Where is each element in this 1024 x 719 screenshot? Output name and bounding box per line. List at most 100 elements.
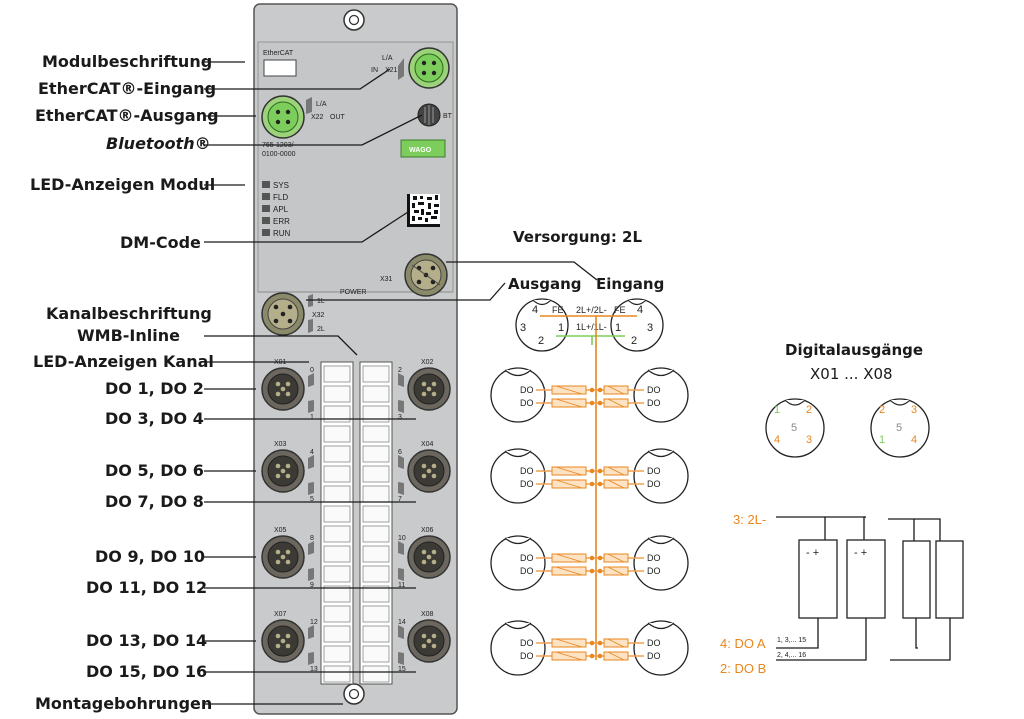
- supply-out-pin2: 2: [538, 335, 544, 347]
- channel-number: 11: [398, 582, 405, 589]
- channel-led: [398, 541, 404, 555]
- supply-fe-right: FE: [614, 305, 626, 315]
- label-cell: [362, 645, 390, 663]
- supply-out-pin4: 4: [532, 304, 538, 316]
- m12-output-port[interactable]: [261, 367, 305, 411]
- channel-led: [308, 568, 314, 581]
- supply-title: Versorgung: 2L: [513, 228, 642, 246]
- do-label: DO: [647, 638, 661, 648]
- label-cell: [362, 525, 390, 543]
- channel-led: [398, 625, 404, 639]
- channel-number: 10: [398, 535, 406, 542]
- supply-in-pin1: 1: [615, 322, 621, 334]
- label-cell: [362, 405, 390, 423]
- callout-led-module: LED-Anzeigen Modul: [30, 175, 215, 194]
- m12-output-port[interactable]: [407, 535, 451, 579]
- pinout-left-2: 2: [806, 404, 812, 416]
- label-cell: [323, 545, 351, 563]
- do-label: DO: [647, 553, 661, 563]
- channel-led: [398, 568, 404, 581]
- label-cell: [362, 545, 390, 563]
- supply-fe-left: FE: [552, 305, 564, 315]
- channel-led: [308, 455, 314, 469]
- channel-number: 12: [310, 619, 318, 626]
- do-label: DO: [647, 385, 661, 395]
- pinout-right-connector: 2 3 5 1 4: [870, 398, 930, 458]
- label-cell: [323, 465, 351, 483]
- seq-b-label: 2, 4,... 16: [777, 652, 806, 659]
- seq-a-label: 1, 3,... 15: [777, 637, 806, 644]
- label-cell: [323, 445, 351, 463]
- supply-connector-out: 4 3 1 2: [515, 298, 569, 352]
- x32-2l-text: 2L: [317, 326, 325, 333]
- bt-text: BT: [443, 113, 453, 120]
- channel-led: [398, 652, 404, 665]
- callout-do-3-4: DO 3, DO 4: [105, 409, 204, 428]
- supply-in-pin2: 2: [631, 335, 637, 347]
- callout-labels: Modulbeschriftung EtherCAT®-Eingang Ethe…: [30, 52, 219, 713]
- m12-output-port[interactable]: [261, 535, 305, 579]
- port-label-right: X08: [421, 611, 434, 618]
- x22-text: X22: [311, 114, 324, 121]
- label-cell: [323, 385, 351, 403]
- pinout-left-connector: 1 2 5 4 3: [765, 398, 825, 458]
- mount-hole-top: [343, 9, 365, 31]
- m12-output-port[interactable]: [407, 619, 451, 663]
- supply-out-pin3: 3: [520, 322, 526, 334]
- port-label-left: X03: [274, 441, 287, 448]
- mount-hole-bottom: [343, 683, 365, 705]
- do-label: DO: [647, 566, 661, 576]
- pin4-label: 4: DO A: [720, 636, 766, 651]
- callout-do-7-8: DO 7, DO 8: [105, 492, 204, 511]
- pinout-right-3: 3: [911, 404, 917, 416]
- channel-led: [308, 652, 314, 665]
- channel-led: [308, 625, 314, 639]
- m12-output-port[interactable]: [407, 367, 451, 411]
- callout-module-label: Modulbeschriftung: [42, 52, 212, 71]
- do-label: DO: [520, 638, 534, 648]
- label-cell: [323, 525, 351, 543]
- channel-number: 6: [398, 449, 402, 456]
- led-fld: FLD: [273, 193, 288, 202]
- label-cell: [362, 665, 390, 683]
- pinout-left-5: 5: [791, 422, 797, 434]
- channel-number: 14: [398, 619, 406, 626]
- pinout-right-2: 2: [879, 404, 885, 416]
- leader-lines: [204, 61, 423, 705]
- label-cell: [362, 565, 390, 583]
- callout-do-1-2: DO 1, DO 2: [105, 379, 204, 398]
- x22-out-text: OUT: [330, 114, 346, 121]
- callout-do-9-10: DO 9, DO 10: [95, 547, 205, 566]
- m12-output-port[interactable]: [261, 619, 305, 663]
- channel-led: [308, 541, 314, 555]
- channel-number: 5: [310, 496, 314, 503]
- port-label-right: X02: [421, 359, 434, 366]
- channel-number: 9: [310, 582, 314, 589]
- module-label-field: [263, 59, 297, 77]
- port-label-left: X05: [274, 527, 287, 534]
- do-label: DO: [520, 566, 534, 576]
- pin2-label: 2: DO B: [720, 661, 766, 676]
- label-cell: [323, 405, 351, 423]
- label-cell: [362, 585, 390, 603]
- callout-do-5-6: DO 5, DO 6: [105, 461, 204, 480]
- m12-output-port[interactable]: [261, 449, 305, 493]
- callout-do-15-16: DO 15, DO 16: [86, 662, 207, 681]
- x31-text: X31: [380, 276, 393, 283]
- channel-led: [398, 482, 404, 495]
- power-text: POWER: [340, 289, 366, 296]
- module-leds: SYS FLD APL ERR RUN: [262, 181, 291, 238]
- label-cell: [362, 605, 390, 623]
- led-sys: SYS: [273, 181, 289, 190]
- x21-in-text: IN: [371, 67, 378, 74]
- supply-out-pin1: 1: [558, 322, 564, 334]
- label-cell: [323, 585, 351, 603]
- m12-output-port[interactable]: [407, 449, 451, 493]
- wago-logo: [400, 139, 446, 158]
- led-err: ERR: [273, 217, 290, 226]
